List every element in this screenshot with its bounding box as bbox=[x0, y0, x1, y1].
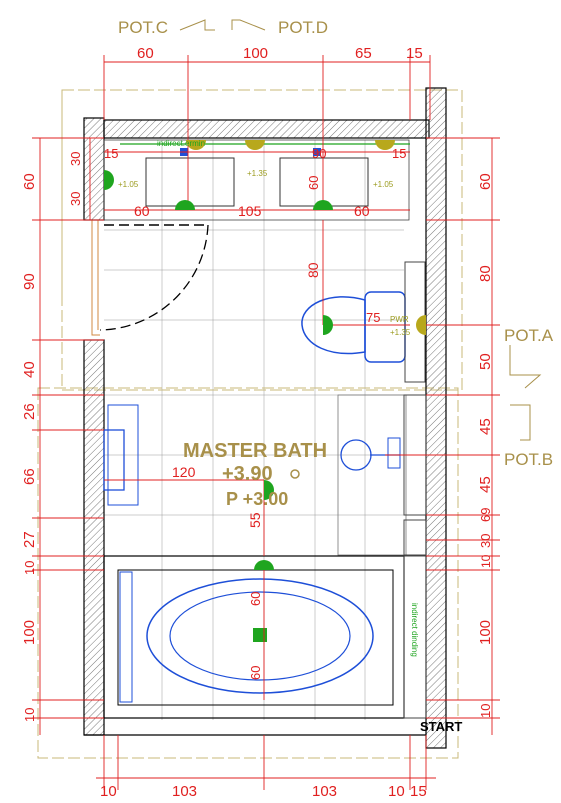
right-dim: 45 bbox=[477, 476, 494, 493]
mirror-level-right: +1.05 bbox=[373, 180, 394, 189]
light-icon bbox=[416, 315, 426, 335]
inner-dim: 90 bbox=[312, 146, 326, 161]
light-icon bbox=[186, 140, 206, 150]
bottom-dim: 10 bbox=[388, 783, 405, 800]
inner-dim: 120 bbox=[172, 464, 196, 480]
left-dim: 26 bbox=[21, 403, 38, 420]
pot-b-label: POT.B bbox=[504, 450, 553, 469]
bottom-dim: 103 bbox=[312, 783, 337, 800]
pot-c-label: POT.C bbox=[118, 18, 168, 37]
light-icon bbox=[313, 200, 333, 210]
inner-dim: 60 bbox=[354, 203, 370, 219]
right-dim: 50 bbox=[477, 353, 494, 370]
inner-dim: 60 bbox=[248, 592, 263, 606]
bottom-dim: 15 bbox=[410, 783, 427, 800]
top-dim: 65 bbox=[355, 45, 372, 62]
right-dim: 69 bbox=[478, 508, 493, 522]
light-icon bbox=[104, 170, 114, 190]
inner-dim: 30 bbox=[68, 192, 83, 206]
right-dim: 100 bbox=[477, 620, 494, 645]
indirect-side-label: indirect dinding bbox=[410, 603, 419, 657]
light-icon bbox=[375, 140, 395, 150]
left-dim: 66 bbox=[21, 468, 38, 485]
left-dim: 10 bbox=[22, 561, 37, 575]
towel-rail bbox=[103, 404, 139, 506]
dimension-lines bbox=[32, 55, 500, 790]
mirror-level-left: +1.05 bbox=[118, 180, 139, 189]
inner-dim: 15 bbox=[392, 146, 406, 161]
pot-d-label: POT.D bbox=[278, 18, 328, 37]
inner-dim: 60 bbox=[306, 176, 321, 190]
light-icon bbox=[245, 140, 265, 150]
pot-markers bbox=[179, 19, 542, 441]
bottom-dim: 103 bbox=[172, 783, 197, 800]
left-dim: 60 bbox=[21, 173, 38, 190]
light-icon bbox=[264, 480, 274, 500]
top-dim: 15 bbox=[406, 45, 423, 62]
start-label: START bbox=[420, 719, 462, 734]
small-sink bbox=[337, 394, 427, 556]
top-dim: 100 bbox=[243, 45, 268, 62]
level-marker-icon bbox=[290, 469, 300, 479]
inner-dim: 75 bbox=[366, 310, 380, 325]
center-level: +1.35 bbox=[247, 169, 268, 178]
pot-a-label: POT.A bbox=[504, 326, 554, 345]
light-icon bbox=[254, 560, 274, 570]
left-dim: 90 bbox=[21, 273, 38, 290]
door bbox=[91, 220, 209, 336]
ceiling-level: +3.90 bbox=[222, 463, 273, 485]
wc-level: +1.35 bbox=[390, 328, 411, 337]
right-dim: 80 bbox=[477, 265, 494, 282]
inner-dim: 30 bbox=[68, 152, 83, 166]
inner-dim: 105 bbox=[238, 203, 262, 219]
left-dim: 100 bbox=[21, 620, 38, 645]
light-icon bbox=[323, 315, 333, 335]
power-label: PWR bbox=[390, 315, 409, 324]
right-dim: 30 bbox=[478, 534, 493, 548]
left-dim: 10 bbox=[22, 708, 37, 722]
right-dim: 45 bbox=[477, 418, 494, 435]
light-icon bbox=[175, 200, 195, 210]
top-dim: 60 bbox=[137, 45, 154, 62]
left-dim: 27 bbox=[21, 531, 38, 548]
right-dim: 10 bbox=[478, 704, 493, 718]
right-dim: 60 bbox=[477, 173, 494, 190]
right-dim: 10 bbox=[479, 554, 493, 568]
room-title: MASTER BATH bbox=[183, 440, 327, 462]
floor-level: P +3.00 bbox=[226, 489, 288, 509]
inner-dim: 80 bbox=[305, 262, 321, 278]
left-dim: 40 bbox=[21, 361, 38, 378]
bottom-dim: 10 bbox=[100, 783, 117, 800]
guide-lines bbox=[104, 140, 404, 720]
inner-dim: 55 bbox=[247, 512, 263, 528]
bathtub bbox=[103, 555, 427, 719]
indirect-light-label: indirect.ermin bbox=[157, 139, 205, 148]
inner-dim: 60 bbox=[134, 203, 150, 219]
light-fixtures bbox=[104, 140, 426, 570]
ceiling-outline bbox=[37, 89, 463, 759]
inner-dim: 60 bbox=[248, 666, 263, 680]
inner-dim: 15 bbox=[104, 146, 118, 161]
